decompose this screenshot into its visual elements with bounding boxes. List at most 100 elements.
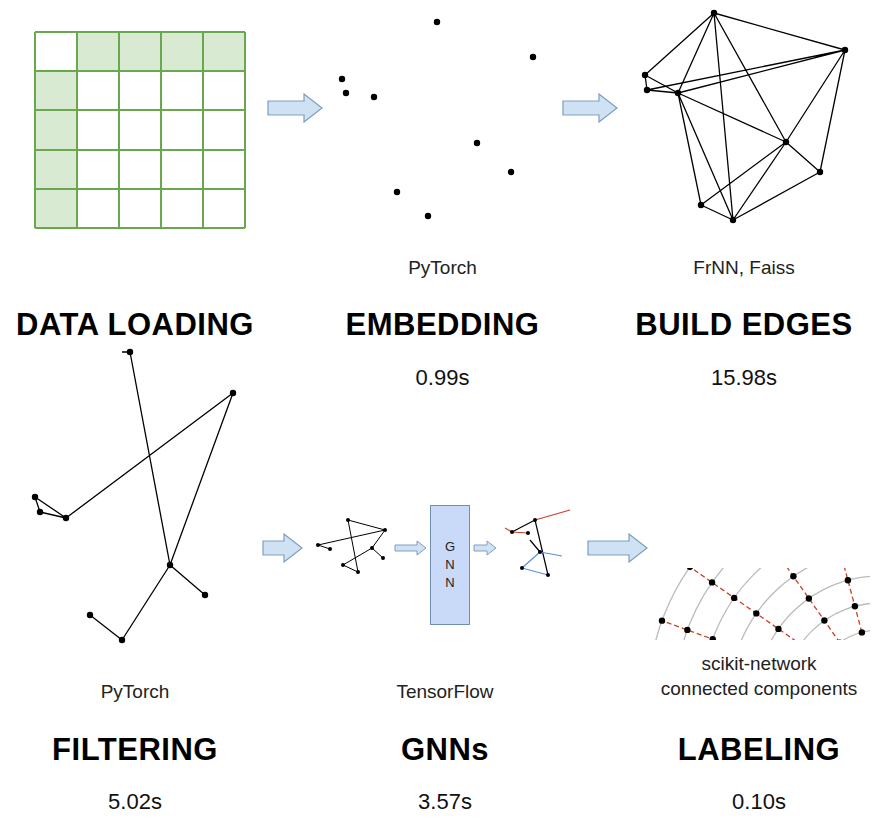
stage-name: GNNs	[401, 732, 489, 768]
gnn-output-graph	[533, 518, 537, 522]
hit-point	[821, 617, 827, 623]
pipeline-stage: DATA LOADING	[5, 0, 265, 400]
embedding-points	[343, 90, 349, 96]
gnn-input-graph	[328, 547, 332, 551]
embedding-points	[508, 169, 514, 175]
track-labeling	[662, 568, 862, 640]
gnn-output-graph	[535, 510, 570, 520]
stage-name: LABELING	[678, 732, 840, 768]
filtered-graph-nodes	[230, 390, 236, 396]
gnn-output-graph	[510, 518, 550, 577]
detector-layer	[810, 630, 870, 640]
gnn-output-graph	[522, 552, 562, 575]
hit-point	[837, 639, 843, 640]
full-graph-nodes	[711, 10, 717, 16]
flow-arrow	[263, 534, 302, 562]
filtered-graph-nodes	[32, 494, 38, 500]
pipeline-stage: PyTorchFILTERING5.02s	[10, 400, 260, 819]
hit-point	[859, 629, 865, 635]
filtered-graph-nodes	[127, 349, 133, 355]
full-graph-nodes	[675, 90, 681, 96]
full-graph-nodes	[730, 217, 736, 223]
hit-point	[852, 603, 858, 609]
flow-arrow	[268, 94, 322, 122]
model-label: G N N	[444, 538, 457, 593]
small-arrow	[474, 541, 496, 555]
gnn-input-graph	[356, 570, 360, 574]
timing-label: 15.98s	[711, 365, 777, 391]
detector-layer	[648, 568, 870, 640]
grid-line	[160, 32, 162, 228]
library-label: PyTorch	[408, 256, 477, 281]
stage-name: BUILD EDGES	[635, 307, 852, 343]
hit-point	[687, 568, 693, 570]
detector-layer	[756, 576, 870, 640]
filtered-graph	[35, 352, 233, 640]
filtered-graph-nodes	[32, 349, 236, 643]
track-line	[820, 568, 862, 632]
pipeline-stage: FrNN, FaissBUILD EDGES15.98s	[620, 0, 868, 400]
gnn-output-graph	[546, 573, 550, 577]
filtered-graph-nodes	[63, 515, 69, 521]
hit-point	[659, 617, 665, 623]
track-labeling	[648, 568, 870, 640]
grid-line	[118, 32, 120, 228]
gnn-output-graph	[505, 510, 570, 577]
full-graph-nodes	[783, 139, 789, 145]
embedding-points	[434, 19, 440, 25]
pipeline-stage: PyTorchEMBEDDING0.99s	[325, 0, 560, 400]
filtered-graph-nodes	[202, 592, 208, 598]
library-label: PyTorch	[101, 680, 170, 705]
gnn-output-graph	[512, 520, 548, 575]
hit-point	[731, 595, 737, 601]
gnn-input-graph	[316, 518, 387, 574]
track-line	[747, 568, 840, 640]
gnn-input-graph	[316, 543, 320, 547]
filtered-graph-nodes	[119, 637, 125, 643]
grid-line	[76, 32, 78, 228]
embedding-points	[339, 19, 536, 219]
embedding-points	[474, 140, 480, 146]
gnn-output-graph	[512, 532, 528, 533]
grid-line	[35, 70, 245, 72]
library-label: scikit-network connected components	[657, 652, 862, 701]
filtered-graph	[35, 352, 233, 640]
track-labeling	[648, 568, 870, 640]
gnn-input-graph	[341, 563, 345, 567]
detector-layer	[702, 568, 870, 640]
full-graph-nodes	[817, 169, 823, 175]
flow-arrow	[588, 534, 647, 562]
gnn-output-graph	[526, 531, 530, 535]
grid-line	[35, 188, 245, 190]
hit-point	[790, 573, 796, 579]
grid-line	[34, 32, 36, 228]
embedding-points	[339, 76, 345, 82]
full-graph-nodes	[644, 87, 650, 93]
grid-line	[244, 32, 246, 228]
full-graph-nodes	[642, 72, 648, 78]
stage-name: FILTERING	[52, 732, 218, 768]
track-line	[662, 621, 814, 640]
grid-line	[202, 32, 204, 228]
gnn-input-graph	[318, 520, 385, 572]
hit-point	[710, 636, 716, 640]
library-label: TensorFlow	[396, 680, 493, 705]
grid-line	[35, 227, 245, 229]
gnn-output-graph	[510, 530, 514, 534]
timing-label: 0.99s	[416, 365, 470, 391]
data-grid	[35, 32, 245, 228]
gnn-input-graph	[381, 556, 385, 560]
grid-line	[35, 109, 245, 111]
model-box: G N N	[430, 505, 470, 625]
hit-point	[806, 595, 812, 601]
pipeline-stage: scikit-network connected componentsLABEL…	[650, 400, 868, 819]
stage-name: DATA LOADING	[16, 307, 254, 343]
small-arrow	[395, 541, 426, 555]
timing-label: 3.57s	[418, 789, 472, 815]
grid-line	[35, 31, 245, 33]
pipeline-stage: G N N TensorFlowGNNs 3.57s	[305, 400, 585, 819]
track-labeling	[659, 568, 865, 640]
gnn-input-graph	[316, 518, 387, 574]
